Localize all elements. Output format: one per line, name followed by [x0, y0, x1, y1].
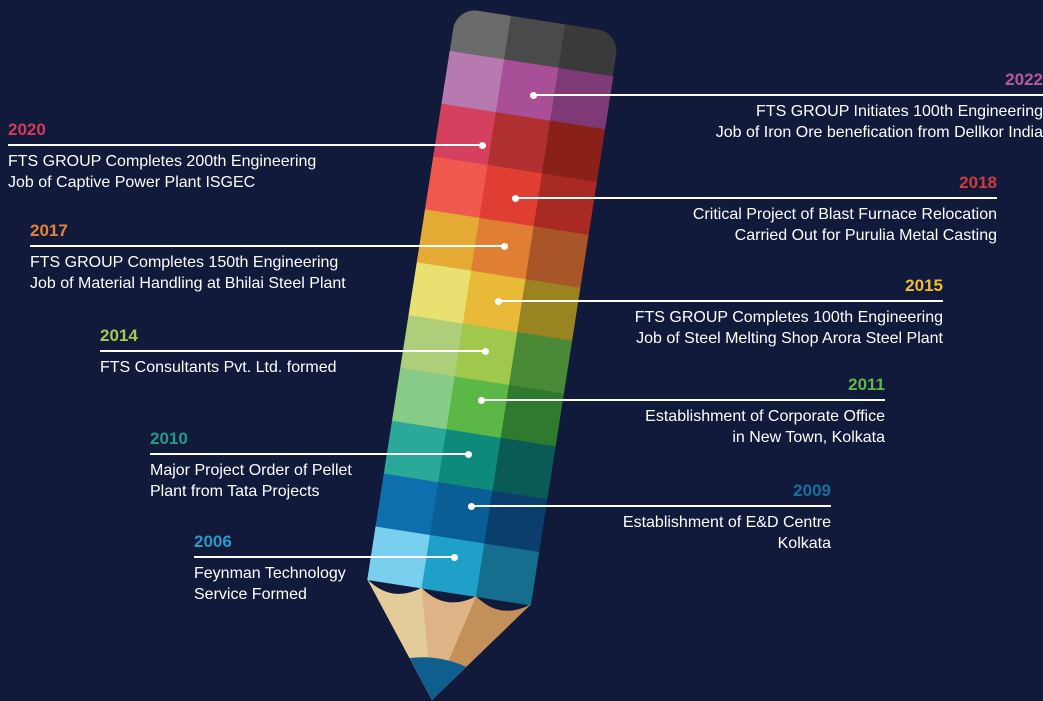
pencil-color-band [550, 67, 614, 130]
eraser-segment [449, 7, 512, 60]
connector-line [468, 502, 831, 510]
connector-line [150, 450, 472, 458]
milestone-description-line2: Job of Material Handling at Bhilai Steel… [30, 275, 346, 292]
pencil-color-band [383, 420, 447, 483]
connector-line [512, 194, 997, 202]
milestone-description-line1: Feynman Technology [194, 565, 346, 582]
connector-line [478, 396, 885, 404]
pencil-eraser [449, 7, 620, 77]
pencil-color-band [408, 262, 472, 325]
pencil-color-band [416, 209, 480, 272]
milestone-2006: 2006 Feynman Technology Service Formed [194, 532, 458, 605]
connector-dot [468, 502, 475, 510]
connector-dot [478, 396, 485, 404]
pencil-color-band [424, 156, 489, 219]
milestone-description-line2: Job of Captive Power Plant ISGEC [8, 174, 256, 191]
connector-line [8, 141, 486, 149]
connector-line [194, 553, 458, 561]
milestone-description-line1: FTS GROUP Completes 100th Engineering [634, 309, 943, 326]
pencil-color-band [541, 120, 606, 183]
connector-line [495, 297, 943, 305]
pencil-color-band [433, 103, 497, 166]
connector-dot [479, 141, 486, 149]
pencil-color-band [454, 323, 518, 386]
connector-line [100, 347, 489, 355]
milestone-2015: 2015 FTS GROUP Completes 100th Engineeri… [495, 276, 943, 349]
connector-line [30, 242, 508, 250]
milestone-year: 2014 [100, 326, 138, 345]
eraser-segment [504, 15, 566, 68]
milestone-description-line1: FTS Consultants Pvt. Ltd. formed [100, 359, 337, 376]
milestone-description-line2: Plant from Tata Projects [150, 483, 320, 500]
milestone-2022: 2022 FTS GROUP Initiates 100th Engineeri… [530, 70, 1043, 143]
milestone-description-line1: Critical Project of Blast Furnace Reloca… [692, 206, 997, 223]
eraser-segment [558, 24, 620, 77]
pencil-color-band [533, 173, 597, 236]
milestone-year: 2020 [8, 120, 46, 139]
pencil-color-band [475, 543, 540, 606]
milestone-year: 2009 [793, 481, 831, 500]
pencil-color-band [375, 473, 439, 536]
pencil-color-band [487, 112, 551, 175]
milestone-description-line2: Job of Steel Melting Shop Arora Steel Pl… [636, 330, 943, 347]
connector-line [530, 91, 1043, 99]
connector-dot [465, 450, 472, 458]
milestone-year: 2015 [905, 276, 943, 295]
pencil-color-band [492, 437, 556, 500]
pencil-color-band [400, 315, 464, 378]
milestone-description-line1: Major Project Order of Pellet [150, 462, 352, 479]
connector-dot [451, 553, 458, 561]
milestone-2017: 2017 FTS GROUP Completes 150th Engineeri… [30, 221, 508, 294]
milestone-year: 2017 [30, 221, 68, 240]
pencil-color-band [421, 534, 485, 598]
milestone-2009: 2009 Establishment of E&D Centre Kolkata [468, 481, 831, 554]
pencil-color-band [462, 270, 527, 333]
milestone-description-line2: Service Formed [194, 586, 307, 603]
pencil-color-band [508, 332, 573, 395]
milestone-2018: 2018 Critical Project of Blast Furnace R… [512, 173, 997, 246]
milestone-year: 2010 [150, 429, 188, 448]
pencil-color-band [441, 50, 505, 113]
milestone-year: 2006 [194, 532, 232, 551]
pencil-color-band [391, 367, 456, 430]
milestone-description-line2: Carried Out for Purulia Metal Casting [734, 227, 997, 244]
milestone-description-line1: Establishment of E&D Centre [622, 514, 831, 531]
milestone-description-line1: FTS GROUP Completes 150th Engineering [30, 254, 339, 271]
milestone-description-line2: Job of Iron Ore benefication from Dellko… [715, 124, 1043, 141]
milestone-year: 2011 [848, 375, 885, 394]
pencil-color-band [429, 482, 494, 545]
pencil-color-band [446, 376, 510, 439]
connector-dot [501, 242, 508, 250]
milestone-2011: 2011 Establishment of Corporate Office i… [478, 375, 885, 448]
milestone-year: 2022 [1005, 70, 1043, 89]
pencil-color-band [525, 226, 589, 289]
milestone-description-line2: Kolkata [777, 535, 831, 552]
milestone-year: 2018 [959, 173, 997, 192]
pencil-lead [409, 657, 467, 700]
pencil-color-band [479, 164, 543, 227]
milestone-2010: 2010 Major Project Order of Pellet Plant… [150, 429, 472, 502]
milestone-2014: 2014 FTS Consultants Pvt. Ltd. formed [100, 326, 489, 378]
pencil-color-band [495, 59, 559, 122]
connector-dot [482, 347, 489, 355]
milestone-description-line1: FTS GROUP Initiates 100th Engineering [756, 103, 1043, 120]
milestone-description-line1: FTS GROUP Completes 200th Engineering [8, 153, 317, 170]
milestone-description-line2: in New Town, Kolkata [732, 429, 885, 446]
connector-dot [495, 297, 502, 305]
connector-dot [512, 194, 519, 202]
pencil-color-band [438, 429, 502, 492]
pencil-color-band [517, 279, 581, 342]
milestone-description-line1: Establishment of Corporate Office [645, 408, 885, 425]
connector-dot [530, 91, 537, 99]
milestone-2020: 2020 FTS GROUP Completes 200th Engineeri… [8, 120, 486, 193]
